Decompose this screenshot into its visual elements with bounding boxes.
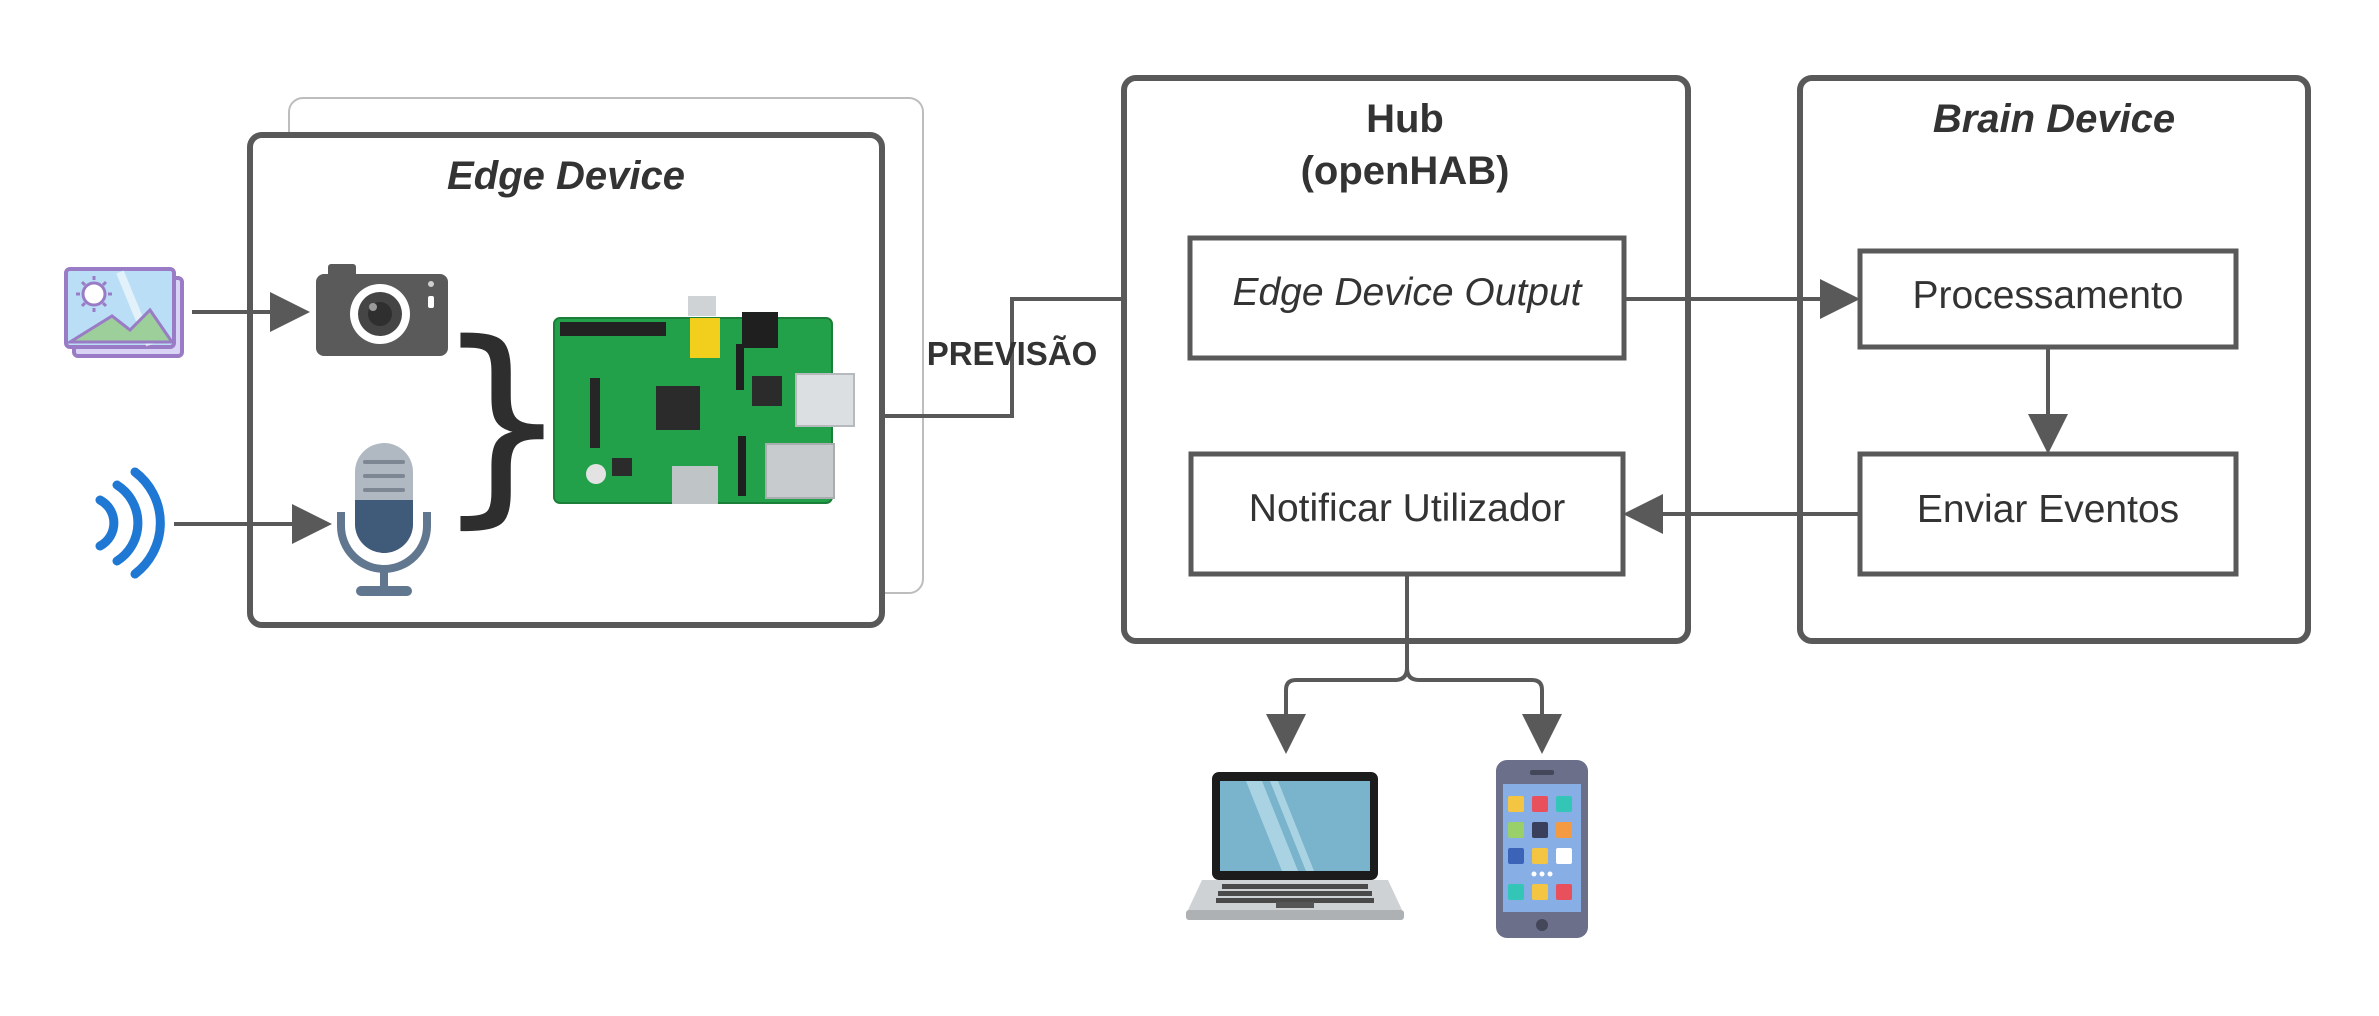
curly-brace-icon: } — [434, 296, 571, 547]
laptop-icon — [1186, 772, 1404, 920]
image-icon — [64, 267, 184, 358]
arrow-notify-to-phone — [1405, 667, 1562, 754]
processing-box — [1857, 248, 2239, 350]
edge-device-output-box — [1187, 235, 1627, 361]
send-events-label: Enviar Eventos — [1917, 488, 2179, 531]
edge-device-output-label: Edge Device Output — [1232, 271, 1583, 314]
send-events-box — [1857, 451, 2239, 577]
brain-device-title: Brain Device — [1933, 97, 2175, 141]
prediction-label: PREVISÃO — [927, 335, 1098, 372]
camera-icon — [316, 264, 448, 356]
processing-label: Processamento — [1913, 274, 2184, 317]
hub-subtitle: (openHAB) — [1301, 149, 1510, 193]
notify-user-label: Notificar Utilizador — [1249, 487, 1565, 530]
microphone-icon — [337, 443, 431, 596]
sound-waves-icon — [95, 467, 165, 579]
edge-device-title: Edge Device — [447, 154, 685, 198]
arrow-edge-to-hub — [882, 279, 1192, 418]
hub-title: Hub — [1366, 97, 1444, 141]
raspberry-pi-board-icon — [553, 296, 855, 504]
smartphone-icon — [1496, 760, 1588, 938]
